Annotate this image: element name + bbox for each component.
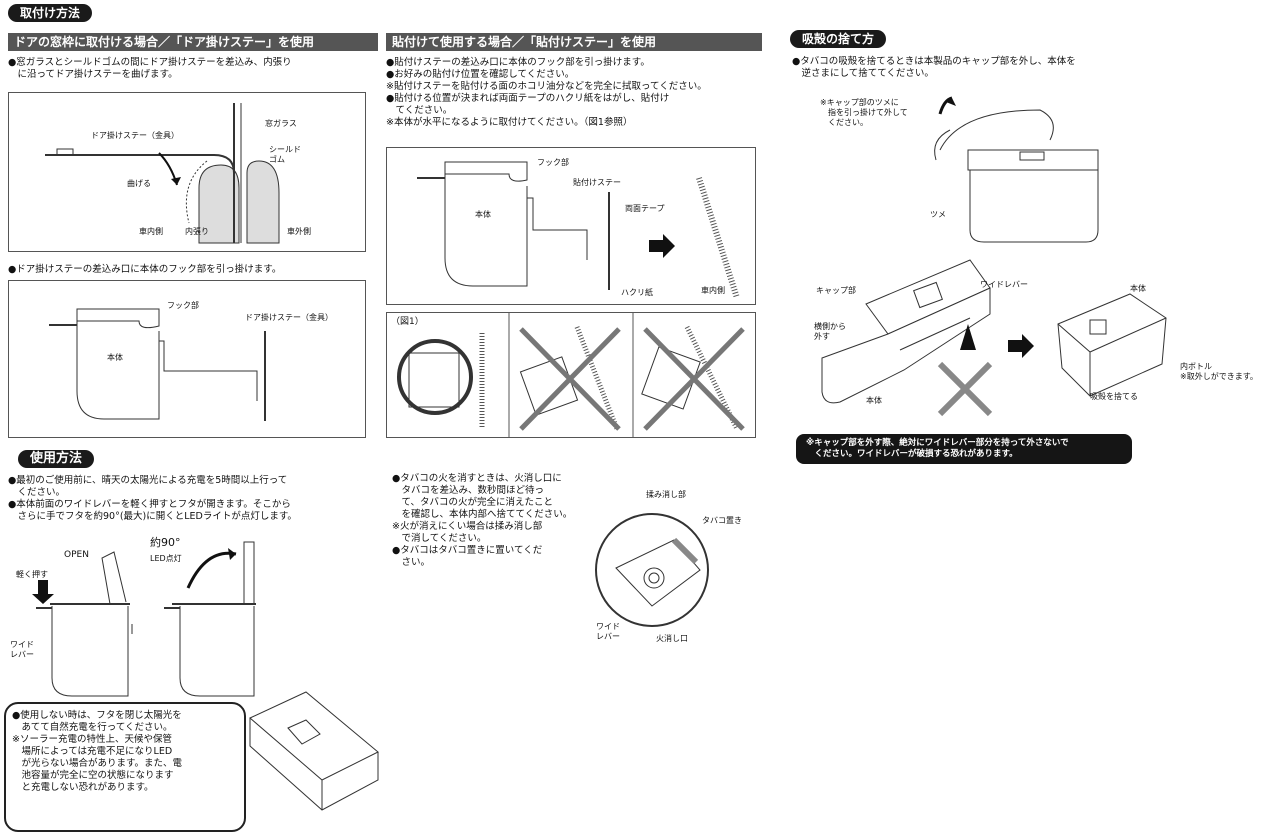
usage-open-illustration: [32, 541, 256, 697]
closed-unit-illustration: [249, 691, 379, 811]
door-step1: ●窓ガラスとシールドゴムの間にドア掛けステーを差込み、内張り に沿ってドア掛けス…: [8, 57, 292, 80]
stick-diagram-box: フック部 貼付けステー 本体 両面テープ ハクリ紙 車内側: [386, 147, 756, 305]
stick-label-body: 本体: [475, 210, 491, 219]
disposal-label-lever: ワイドレバー: [980, 280, 1028, 289]
door-label-outer: 車外側: [287, 227, 311, 236]
door-hook-box: フック部 本体 ドア掛けステー（金具）: [8, 280, 366, 438]
disposal-text: ●タバコの吸殻を捨てるときは本製品のキャップ部を外し、本体を 逆さまにして捨てて…: [792, 56, 1076, 79]
ext-label-mouth: 火消し口: [656, 634, 688, 643]
disposal-label-discard: 吸殻を捨てる: [1090, 392, 1138, 401]
usage-note-box: [4, 702, 246, 832]
stick-label-inner: 車内側: [701, 286, 725, 295]
disposal-steps-illustration: [821, 259, 1167, 417]
usage-extinguish: ●タバコの火を消すときは、火消し口に タバコを差込み、数秒間ほど待っ て、タバコ…: [392, 473, 573, 568]
hook-label-hook: フック部: [167, 301, 199, 310]
door-step2: ●ドア掛けステーの差込み口に本体のフック部を引っ掛けます。: [8, 264, 282, 275]
install-title: 取付け方法: [8, 4, 93, 22]
fig1-box: （図1）: [386, 312, 756, 438]
cap-removal-illustration: [934, 96, 1099, 243]
door-label-lining: 内張り: [185, 227, 209, 236]
stick-label-stay: 貼付けステー: [573, 178, 621, 187]
disposal-label-body2: 本体: [1130, 284, 1146, 293]
usage-label-press: 軽く押す: [16, 570, 48, 579]
fig1-label: （図1）: [391, 317, 424, 327]
disposal-label-inner-bottle: 内ボトル ※取外しができます。: [1180, 362, 1258, 381]
disposal-label-claw: ツメ: [930, 210, 946, 219]
door-label-window: 窓ガラス: [265, 119, 297, 128]
disposal-warning: ※キャップ部を外す際、絶対にワイドレバー部分を持って外さないで ください。ワイド…: [796, 434, 1132, 464]
door-heading: ドアの窓枠に取付ける場合／「ドア掛けステー」を使用: [8, 33, 378, 51]
usage-note: ●使用しない時は、フタを閉じ太陽光を あてて自然充電を行ってください。 ※ソーラ…: [12, 710, 183, 793]
door-diagram-illustration: [45, 103, 280, 244]
stick-label-tape: 両面テープ: [625, 204, 665, 213]
usage-label-lever: ワイド レバー: [10, 640, 34, 659]
door-label-bend: 曲げる: [127, 179, 151, 188]
extinguisher-illustration: [595, 513, 709, 627]
disposal-label-body1: 本体: [866, 396, 882, 405]
ext-label-holder: タバコ置き: [702, 516, 742, 525]
usage-label-open: OPEN: [64, 550, 89, 560]
door-hook-illustration: [49, 308, 266, 421]
stick-heading: 貼付けて使用する場合／「貼付けステー」を使用: [386, 33, 762, 51]
usage-label-led: LED点灯: [150, 554, 182, 563]
fig1-illustration: [397, 313, 745, 437]
door-label-inner: 車内側: [139, 227, 163, 236]
usage-steps: ●最初のご使用前に、晴天の太陽光による充電を5時間以上行って ください。 ●本体…: [8, 475, 297, 522]
ext-label-rub: 揉み消し部: [646, 490, 686, 499]
ext-label-lever: ワイド レバー: [596, 622, 620, 641]
door-label-seal: シールド ゴム: [269, 145, 301, 164]
door-label-stay: ドア掛けステー（金具）: [91, 131, 179, 140]
usage-title: 使用方法: [18, 450, 95, 468]
stick-label-peel: ハクリ紙: [621, 288, 653, 297]
hook-label-body: 本体: [107, 353, 123, 362]
disposal-label-hint: ※キャップ部のツメに 指を引っ掛けて外して ください。: [820, 98, 908, 127]
disposal-title: 吸殻の捨て方: [790, 30, 887, 48]
hook-label-stay: ドア掛けステー（金具）: [245, 313, 333, 322]
disposal-label-side: 横側から 外す: [814, 322, 846, 341]
door-diagram-box: ドア掛けステー（金具） 曲げる 窓ガラス シールド ゴム 車内側 内張り 車外側: [8, 92, 366, 252]
usage-label-angle: 約90°: [150, 536, 181, 549]
disposal-label-cap: キャップ部: [816, 286, 856, 295]
stick-label-hook: フック部: [537, 158, 569, 167]
stick-diagram-illustration: [417, 161, 740, 299]
stick-steps: ●貼付けステーの差込み口に本体のフック部を引っ掛けます。 ●お好みの貼付け位置を…: [386, 57, 707, 128]
